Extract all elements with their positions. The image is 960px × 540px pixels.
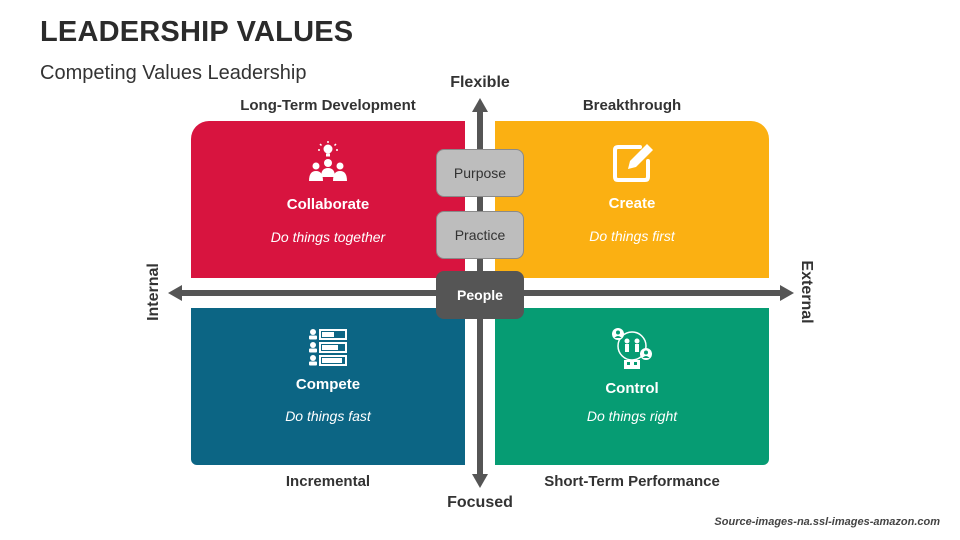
quadrant-subtitle: Do things first [589,228,675,244]
quadrant-title: Collaborate [286,196,370,213]
quadrant-compete: Compete Do things fast [191,308,465,465]
axis-label-top: Flexible [450,74,510,91]
quadrant-title: Control [605,380,659,397]
quadrant-title: Compete [295,376,361,393]
arrow-up [472,98,488,112]
axis-label-bottom: Focused [447,494,513,511]
center-pill-purpose: Purpose [436,149,524,197]
organization-icon [612,328,652,369]
quadrant-subtitle: Do things fast [285,408,371,424]
corner-label-bottom-left: Incremental [285,473,371,490]
center-pill-people: People [436,271,524,319]
corner-label-top-right: Breakthrough [582,97,682,114]
arrow-right [780,285,794,301]
quadrant-collaborate: Collaborate Do things together [191,121,465,278]
arrow-down [472,474,488,488]
ranking-icon [309,329,347,366]
page-subtitle: Competing Values Leadership [40,62,307,84]
arrow-left [168,285,182,301]
axis-label-left: Internal [145,263,162,321]
corner-label-top-left: Long-Term Development [240,97,416,114]
axis-label-right: External [798,260,815,324]
center-pill-practice: Practice [436,211,524,259]
team-idea-icon [309,141,347,181]
quadrant-title: Create [608,195,656,212]
quadrant-subtitle: Do things right [586,408,678,424]
source-caption: Source-images-na.ssl-images-amazon.com [714,516,940,528]
edit-icon [613,144,653,182]
corner-label-bottom-right: Short-Term Performance [544,473,720,490]
page-title: LEADERSHIP VALUES [40,16,354,48]
quadrant-create: Create Do things first [495,121,769,278]
quadrant-control: Control Do things right [495,308,769,465]
quadrant-subtitle: Do things together [270,229,386,245]
